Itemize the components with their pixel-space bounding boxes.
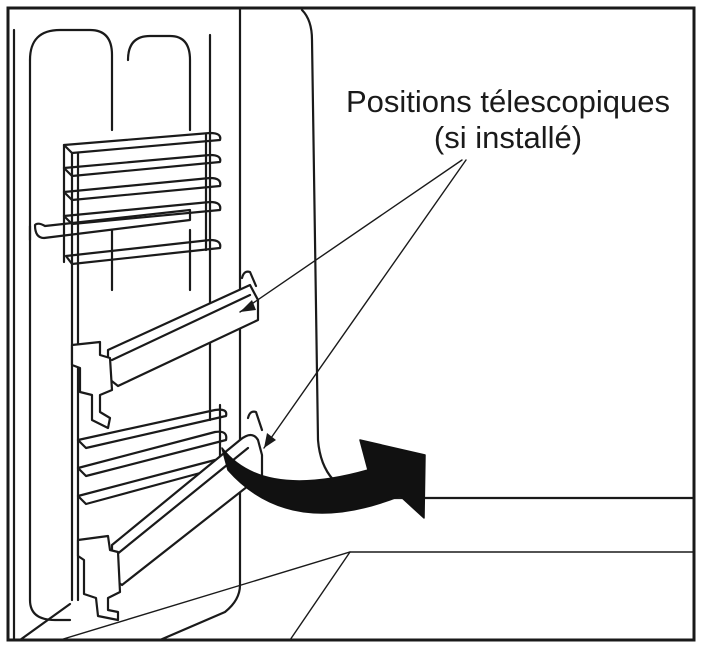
callout-leader-lines <box>239 159 467 449</box>
caption-line-1: Positions télescopiques <box>346 84 670 119</box>
upper-wire-rack-guides <box>28 131 222 602</box>
telescopic-slide-upper <box>70 270 260 430</box>
curved-arrow-icon <box>221 439 426 519</box>
side-wall-embossing <box>28 28 212 622</box>
caption-line-2: (si installé) <box>434 120 582 155</box>
telescopic-slide-lower <box>76 410 264 622</box>
frame-border <box>6 6 696 642</box>
